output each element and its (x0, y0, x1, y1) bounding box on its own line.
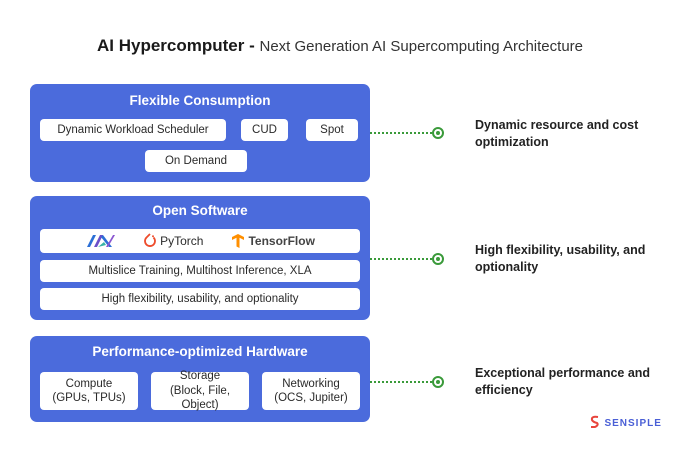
pytorch-label: PyTorch (160, 233, 204, 248)
pill-compute: Compute (GPUs, TPUs) (40, 372, 138, 410)
connector-line (370, 258, 432, 260)
tensorflow-label: TensorFlow (248, 233, 315, 248)
title-main: AI Hypercomputer - (97, 36, 255, 55)
layer-open-software: Open Software PyTorch TensorFlow Mul (30, 196, 370, 320)
pill-cud: CUD (241, 119, 288, 141)
layer-flexible-consumption: Flexible Consumption Dynamic Workload Sc… (30, 84, 370, 182)
connector-endpoint-icon (432, 253, 444, 265)
pytorch-logo: PyTorch (143, 233, 203, 249)
benefit-performance: Exceptional performance and efficiency (475, 366, 651, 397)
pill-multislice-training: Multislice Training, Multihost Inference… (40, 260, 360, 282)
connector-line (370, 132, 432, 134)
diagram-title: AI Hypercomputer - Next Generation AI Su… (0, 36, 680, 56)
framework-logo-row: PyTorch TensorFlow (40, 229, 360, 253)
pill-on-demand: On Demand (145, 150, 247, 172)
layer-title: Open Software (152, 203, 248, 218)
connector-line (370, 381, 432, 383)
tensorflow-logo-icon (232, 234, 245, 248)
layer-performance-hardware: Performance-optimized Hardware Compute (… (30, 336, 370, 422)
brand-name: SENSIPLE (604, 418, 662, 429)
sensiple-s-icon (590, 415, 599, 428)
connector-endpoint-icon (432, 127, 444, 139)
pill-spot: Spot (306, 119, 358, 141)
benefit-cost-optimization: Dynamic resource and cost optimization (475, 118, 639, 149)
layer-title: Flexible Consumption (129, 93, 271, 108)
layer-title: Performance-optimized Hardware (92, 344, 308, 359)
pill-networking: Networking (OCS, Jupiter) (262, 372, 360, 410)
title-subtitle: Next Generation AI Supercomputing Archit… (259, 38, 583, 55)
sensiple-logo: SENSIPLE (590, 413, 670, 431)
pill-dynamic-workload-scheduler: Dynamic Workload Scheduler (40, 119, 226, 141)
pill-flexibility: High flexibility, usability, and optiona… (40, 288, 360, 310)
connector-endpoint-icon (432, 376, 444, 388)
tensorflow-logo: TensorFlow (231, 233, 315, 249)
pytorch-logo-icon (144, 233, 156, 247)
benefit-flexibility: High flexibility, usability, and optiona… (475, 243, 646, 274)
pill-storage: Storage (Block, File, Object) (151, 370, 249, 411)
jax-logo-icon (85, 233, 116, 249)
